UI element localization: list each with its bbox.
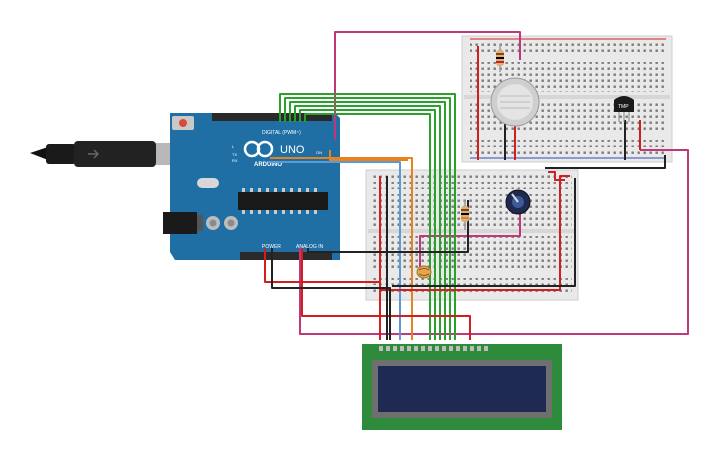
wires xyxy=(264,31,689,340)
arduino-brand: ARDUINO xyxy=(254,162,282,168)
digital-label: DIGITAL (PWM~) xyxy=(262,130,301,136)
rx-label: RX xyxy=(232,158,238,163)
power-label: POWER xyxy=(262,244,281,250)
wire-magenta-top xyxy=(334,31,521,140)
photoresistor-icon xyxy=(416,265,432,279)
barrel-jack-icon xyxy=(163,212,197,234)
potentiometer-icon[interactable] xyxy=(505,189,531,215)
temp-sensor-icon: TMP xyxy=(614,96,634,122)
resistor-top xyxy=(496,44,504,72)
resistor-middle xyxy=(461,200,469,230)
on-label: ON xyxy=(316,150,322,155)
wire-magenta-right xyxy=(299,149,689,335)
lcd-display xyxy=(362,344,562,430)
arduino-logo-icon xyxy=(243,140,274,158)
arduino-uno-board: ARDUINO UNO DIGITAL (PWM~) POWER ANALOG … xyxy=(163,113,340,260)
gas-sensor-icon xyxy=(490,77,540,127)
analog-label: ANALOG IN xyxy=(296,244,324,250)
arduino-model: UNO xyxy=(280,144,305,156)
l-label: L xyxy=(232,144,235,149)
atmega-chip xyxy=(238,192,328,210)
lcd-screen xyxy=(378,366,546,412)
usb-cable-icon xyxy=(30,141,194,167)
temp-sensor-label: TMP xyxy=(618,104,629,110)
tx-label: TX xyxy=(232,152,237,157)
